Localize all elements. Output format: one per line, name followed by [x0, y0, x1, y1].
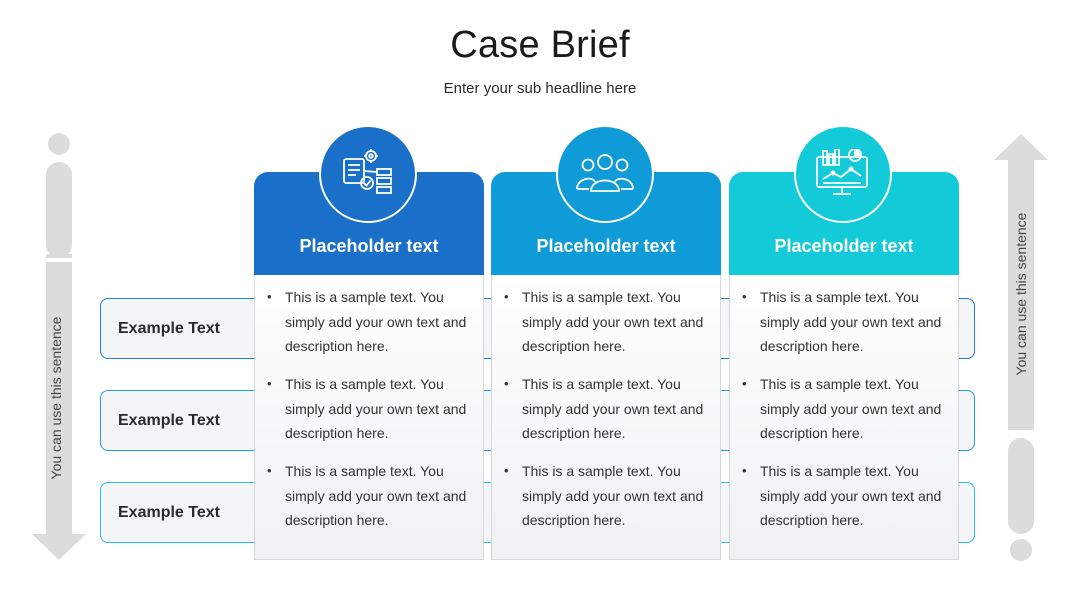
column-title-2: Placeholder text — [536, 236, 676, 256]
analytics-dashboard-icon — [816, 149, 868, 195]
icon-circle-1 — [319, 125, 417, 223]
bullet-item: This is a sample text. You simply add yo… — [267, 372, 471, 459]
page-subtitle: Enter your sub headline here — [443, 80, 637, 97]
left-side-label: You can use this sentence — [48, 316, 64, 480]
row-label-2: Example Text — [118, 412, 220, 429]
process-settings-icon — [343, 149, 392, 194]
column-1: Placeholder text This is a sample text. … — [254, 125, 484, 560]
column-3: Placeholder text This is a sample text. … — [729, 125, 959, 560]
column-2: Placeholder text This is a sample text. … — [491, 125, 721, 560]
team-group-icon — [576, 154, 634, 192]
column-body-2: This is a sample text. You simply add yo… — [491, 275, 721, 560]
icon-circle-3 — [794, 125, 892, 223]
column-header-2: Placeholder text — [491, 125, 721, 275]
bullet-item: This is a sample text. You simply add yo… — [267, 459, 471, 546]
down-arrow-icon — [32, 133, 86, 560]
bullet-item: This is a sample text. You simply add yo… — [267, 285, 471, 372]
column-title-1: Placeholder text — [299, 236, 439, 256]
row-label-3: Example Text — [118, 504, 220, 521]
bullet-item: This is a sample text. You simply add yo… — [742, 459, 946, 546]
right-side-label: You can use this sentence — [1013, 212, 1029, 376]
icon-circle-2 — [556, 125, 654, 223]
bullet-item: This is a sample text. You simply add yo… — [742, 285, 946, 372]
up-arrow-icon — [994, 134, 1048, 561]
row-label-1: Example Text — [118, 320, 220, 337]
bullet-item: This is a sample text. You simply add yo… — [742, 372, 946, 459]
bullet-item: This is a sample text. You simply add yo… — [504, 459, 708, 546]
bullet-item: This is a sample text. You simply add yo… — [504, 285, 708, 372]
column-body-1: This is a sample text. You simply add yo… — [254, 275, 484, 560]
column-header-1: Placeholder text — [254, 125, 484, 275]
column-body-3: This is a sample text. You simply add yo… — [729, 275, 959, 560]
column-header-3: Placeholder text — [729, 125, 959, 275]
page-title: Case Brief — [450, 24, 630, 66]
column-title-3: Placeholder text — [774, 236, 914, 256]
bullet-item: This is a sample text. You simply add yo… — [504, 372, 708, 459]
